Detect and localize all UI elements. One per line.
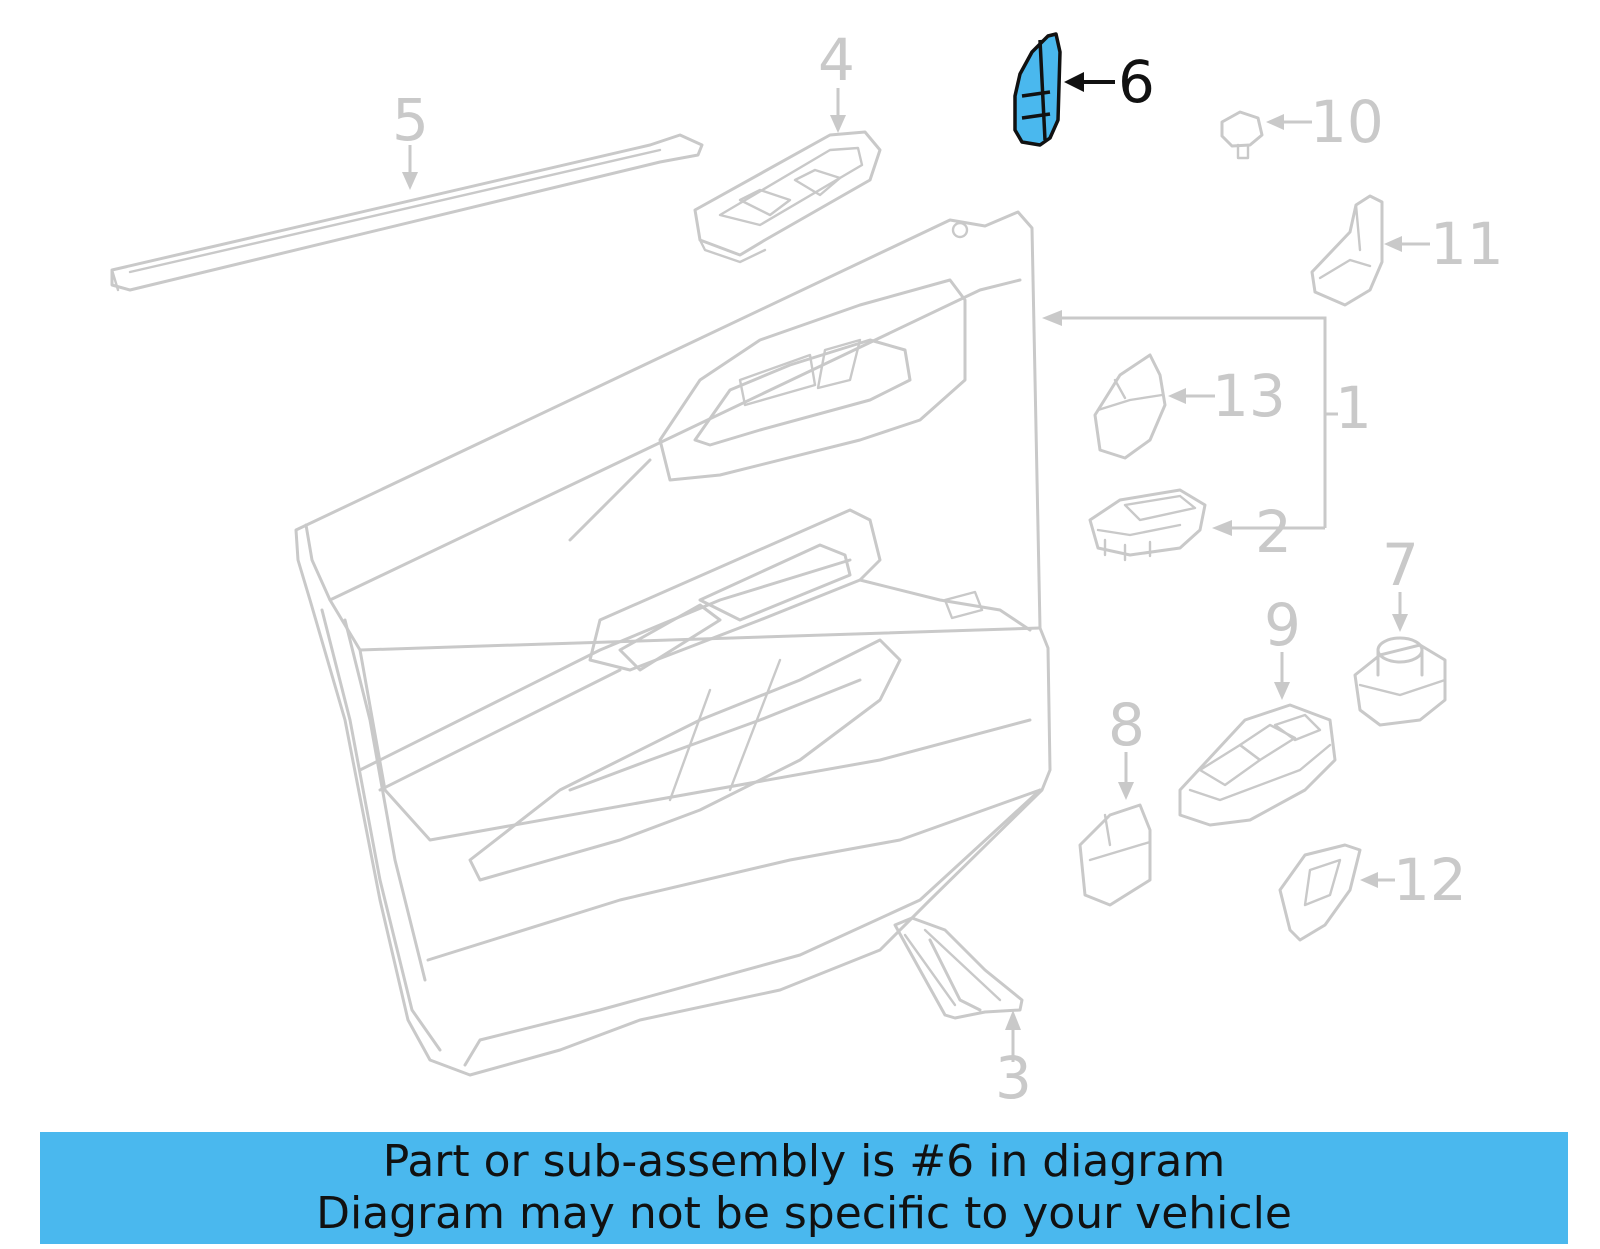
part-10-clip — [1220, 110, 1264, 160]
callout-1: 1 — [1335, 374, 1372, 442]
callout-6: 6 — [1118, 48, 1155, 116]
callout-13: 13 — [1212, 362, 1286, 430]
part-1-door-panel — [294, 210, 1052, 1077]
callout-2: 2 — [1255, 498, 1292, 566]
callout-11: 11 — [1430, 210, 1504, 278]
callout-4: 4 — [818, 26, 855, 94]
part-9-master-switch — [1178, 703, 1337, 827]
part-13-switch — [1093, 353, 1167, 460]
part-11-bracket — [1310, 194, 1384, 307]
leader-lines — [402, 72, 1430, 1062]
callout-9: 9 — [1264, 591, 1301, 659]
part-2-switch — [1088, 488, 1207, 562]
callout-3: 3 — [995, 1044, 1032, 1112]
callout-5: 5 — [392, 86, 429, 154]
part-4-switch-bezel — [693, 130, 882, 264]
footer-banner: Part or sub-assembly is #6 in diagram Di… — [40, 1132, 1568, 1244]
part-3-trim-piece — [893, 916, 1024, 1020]
callout-10: 10 — [1310, 88, 1384, 156]
part-12-switch-plate — [1278, 843, 1362, 942]
part-7-knob-switch — [1353, 636, 1447, 727]
footer-line-1: Part or sub-assembly is #6 in diagram — [382, 1136, 1226, 1187]
callout-numbers: 1 2 3 4 5 6 7 8 9 10 11 12 13 — [392, 26, 1504, 1112]
part-6-bracket-highlighted — [1013, 32, 1062, 147]
callout-8: 8 — [1108, 691, 1145, 759]
footer-line-2: Diagram may not be specific to your vehi… — [316, 1188, 1292, 1239]
part-8-switch — [1078, 803, 1152, 907]
callout-7: 7 — [1382, 531, 1419, 599]
callout-12: 12 — [1393, 846, 1467, 914]
part-5-weatherstrip — [110, 133, 704, 292]
